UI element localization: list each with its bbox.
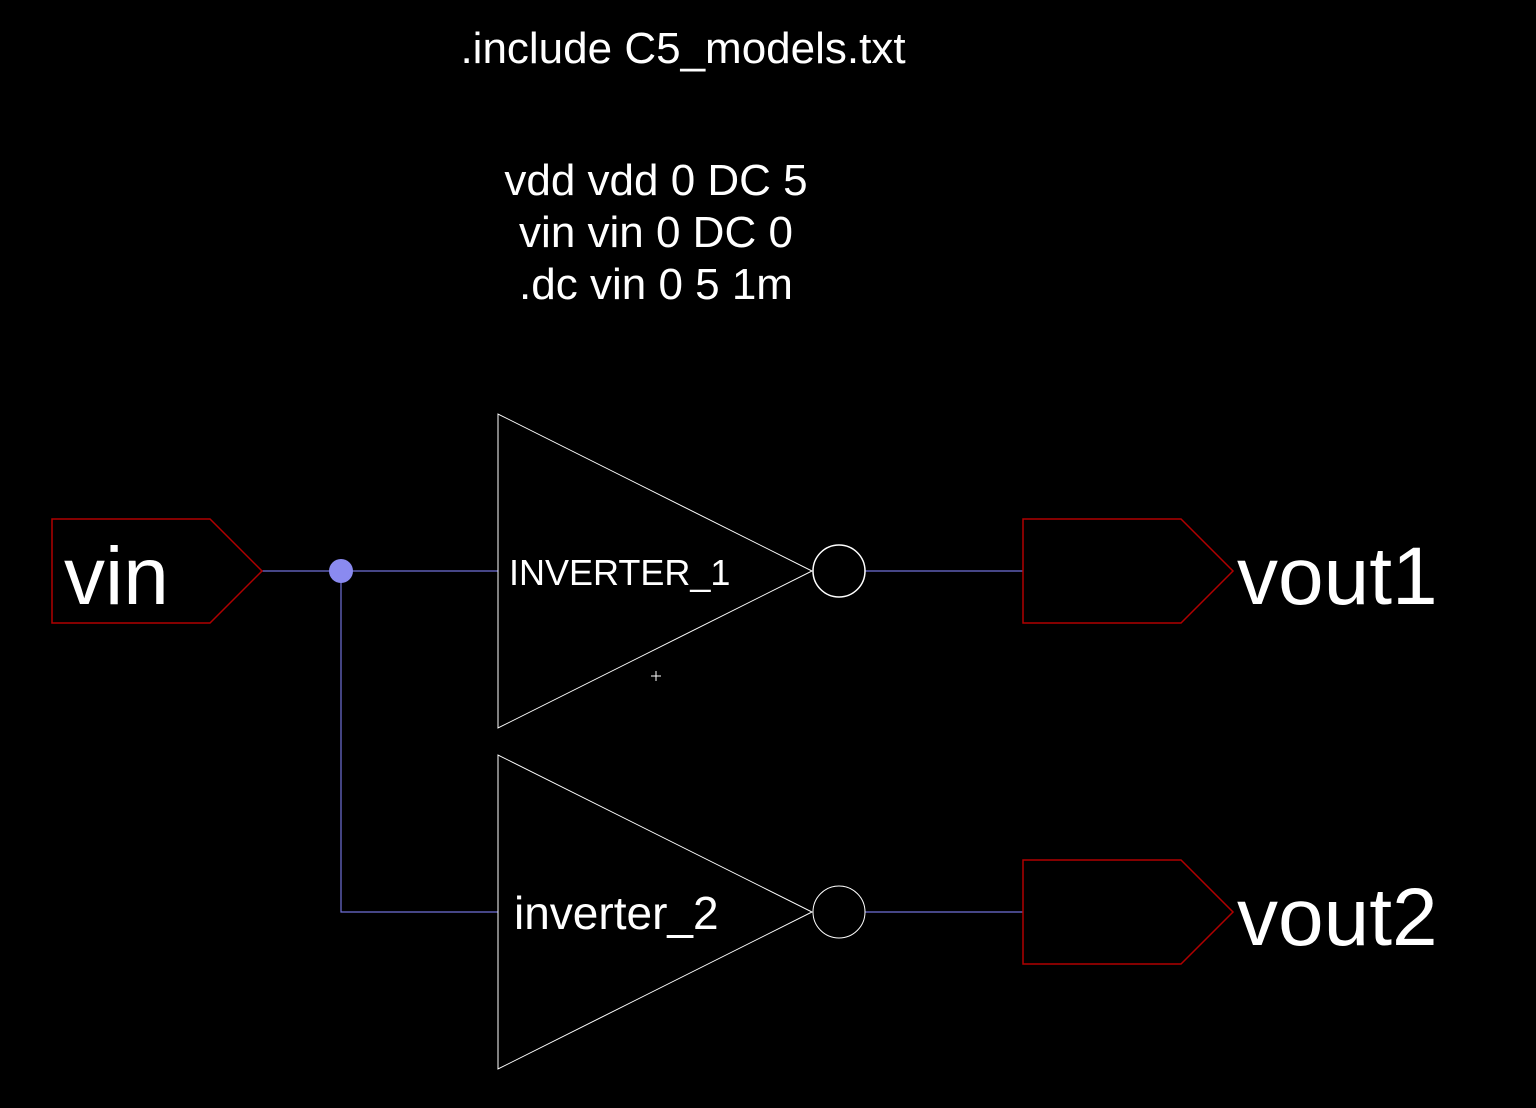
output-port-1-label: vout1 — [1237, 531, 1438, 622]
spice-directive-block[interactable]: vdd vdd 0 DC 5 vin vin 0 DC 0 .dc vin 0 … — [504, 156, 807, 309]
output-port-flag-icon — [1022, 859, 1235, 965]
inverter-2-label: inverter_2 — [514, 887, 719, 939]
buffer-triangle-icon — [497, 413, 814, 729]
crosshair-icon — [651, 671, 661, 681]
output-port-2-label: vout2 — [1237, 872, 1438, 963]
inverter-gate-2[interactable]: inverter_2 — [497, 754, 866, 1070]
output-port-flag-icon — [1022, 518, 1235, 624]
junction-dot-icon[interactable] — [329, 559, 353, 583]
input-port-label: vin — [64, 531, 169, 622]
inverter-gate-1[interactable]: INVERTER_1 — [497, 413, 866, 729]
include-directive[interactable]: .include C5_models.txt — [460, 24, 905, 73]
buffer-triangle-icon — [497, 754, 814, 1070]
wire-vin-to-inverter2[interactable] — [340, 571, 498, 913]
vin-source-directive: vin vin 0 DC 0 — [519, 208, 793, 257]
vdd-source-directive: vdd vdd 0 DC 5 — [504, 156, 807, 205]
inverter-1-label: INVERTER_1 — [509, 552, 730, 593]
inversion-bubble-icon — [812, 885, 866, 939]
output-port-vout1[interactable]: vout1 — [1022, 518, 1438, 624]
inversion-bubble-icon — [812, 544, 866, 598]
dc-sweep-directive: .dc vin 0 5 1m — [519, 260, 793, 309]
input-port-vin[interactable]: vin — [51, 518, 264, 624]
output-port-vout2[interactable]: vout2 — [1022, 859, 1438, 965]
input-port-flag-icon — [51, 518, 264, 624]
